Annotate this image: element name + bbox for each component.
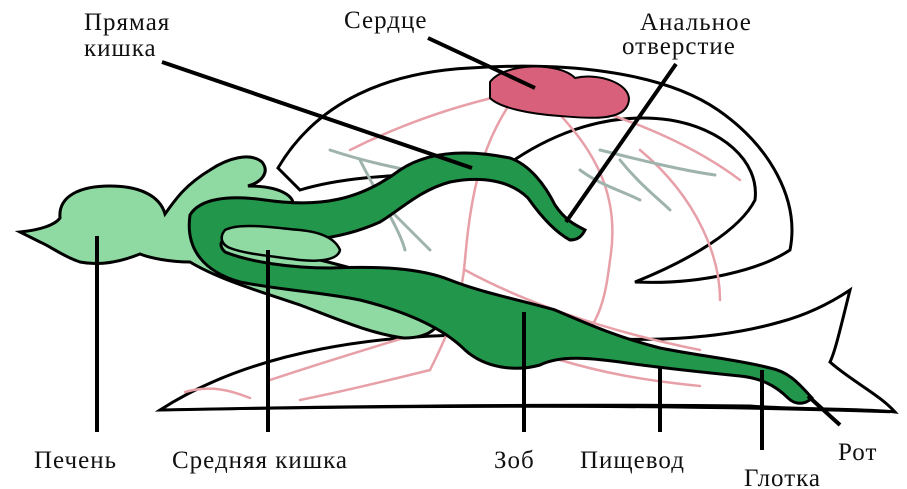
label-anus-line2: отверстие — [622, 33, 736, 60]
label-mouth: Рот — [838, 439, 877, 466]
label-crop: Зоб — [494, 447, 535, 474]
label-rectum-line2: кишка — [84, 35, 157, 62]
label-anus-line1: Анальное — [640, 9, 752, 36]
label-pharynx: Глотка — [744, 465, 821, 489]
label-esophagus: Пищевод — [580, 447, 685, 474]
label-midgut: Средняя кишка — [172, 447, 348, 474]
label-heart: Сердце — [344, 7, 427, 34]
label-rectum-line1: Прямая — [84, 9, 170, 36]
label-liver: Печень — [34, 447, 117, 474]
